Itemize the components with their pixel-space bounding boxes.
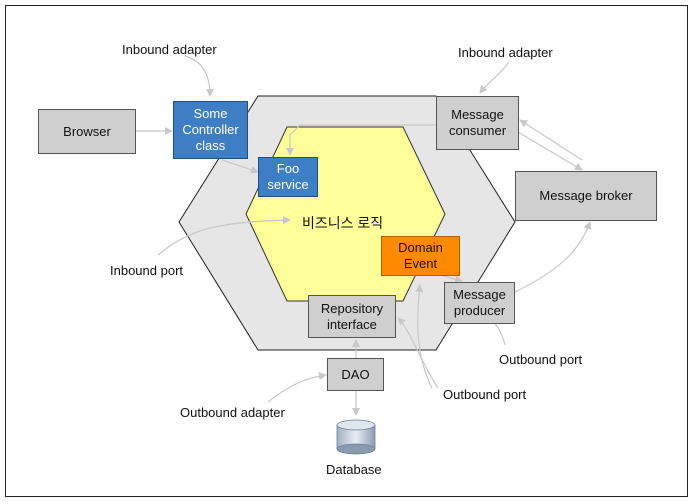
arrow-outbound-port-bottom-2: [397, 317, 439, 389]
domain-event-box: Domain Event: [381, 236, 460, 276]
message-broker-box: Message broker: [515, 171, 657, 221]
arrow-inbound-adapter-left: [184, 55, 214, 97]
inbound-port-label: Inbound port: [110, 263, 184, 278]
inbound-adapter-right-label: Inbound adapter: [458, 45, 553, 60]
dao-box: DAO: [327, 358, 384, 391]
message-consumer-box: Message consumer: [436, 96, 519, 150]
arrow-consumer-foo: [286, 124, 436, 156]
outbound-port-bottom-label: Outbound port: [443, 387, 527, 402]
arrow-event-producer: [439, 274, 463, 284]
foo-service-box: Foo service: [258, 157, 318, 197]
arrow-outbound-adapter: [267, 372, 327, 403]
repository-interface-box: Repository interface: [308, 295, 396, 338]
arrow-inbound-port: [157, 216, 291, 256]
outbound-adapter-label: Outbound adapter: [180, 405, 285, 420]
arrow-consumer-broker: [517, 131, 583, 171]
diagram-frame: [5, 5, 688, 497]
arrow-inbound-adapter-right: [479, 61, 510, 94]
arrow-controller-foo: [221, 159, 259, 174]
database-icon: [336, 419, 376, 455]
browser-box: Browser: [38, 109, 136, 154]
message-producer-box: Message producer: [444, 282, 515, 324]
database-label: Database: [326, 462, 382, 477]
inbound-adapter-left-label: Inbound adapter: [122, 42, 217, 57]
business-logic-label: 비즈니스 로직: [302, 215, 384, 231]
controller-box: Some Controller class: [173, 101, 248, 159]
arrow-outbound-port-bottom-1: [415, 284, 433, 389]
arrow-producer-broker: [514, 221, 592, 293]
outbound-port-right-label: Outbound port: [499, 352, 583, 367]
arrow-broker-consumer: [519, 119, 583, 161]
